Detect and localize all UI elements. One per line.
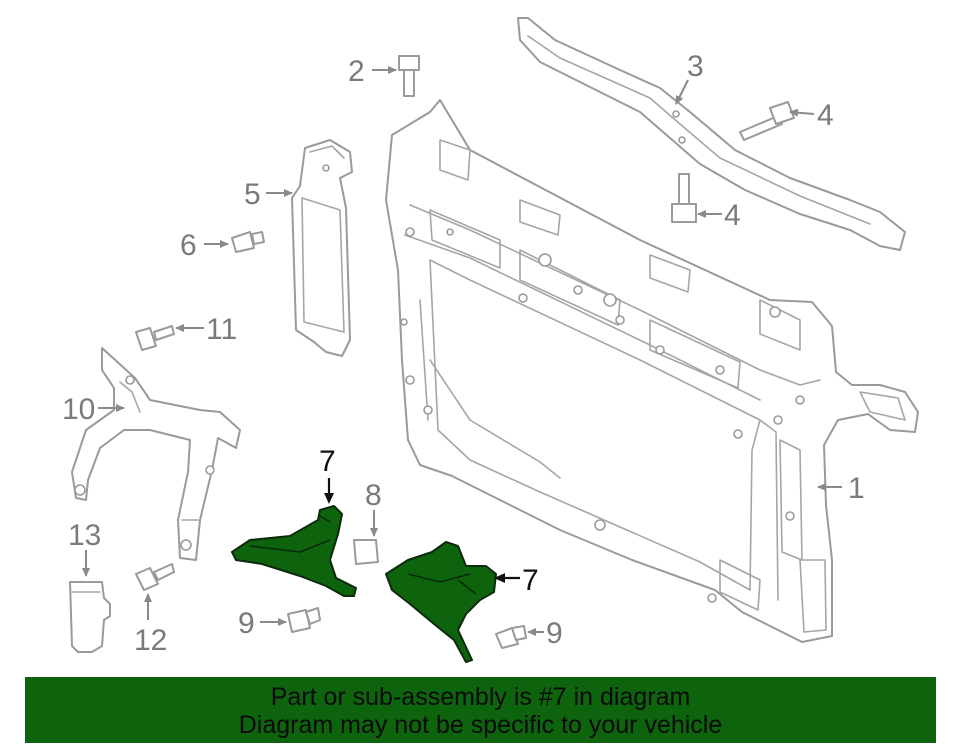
banner-text: Part or sub-assembly is #7 in diagram Di…: [25, 683, 936, 739]
callout-labels: 2 3 4 4 5 6 11 10 1 8 13 12 9 9 7 7: [62, 50, 865, 657]
callout-10: 10: [62, 393, 95, 426]
callout-8: 8: [365, 479, 382, 512]
radiator-support-frame: [385, 99, 919, 643]
bolt-4-lower: [671, 173, 697, 223]
callout-11: 11: [206, 313, 237, 346]
highlighted-part-7-left[interactable]: [231, 505, 357, 597]
callout-4-lower: 4: [724, 199, 741, 232]
callout-3: 3: [687, 50, 704, 83]
banner-line-2: Diagram may not be specific to your vehi…: [238, 711, 723, 739]
callout-9-left: 9: [238, 607, 255, 640]
callout-4-upper: 4: [817, 99, 834, 132]
bolt-2: [398, 55, 420, 97]
clip-6: [231, 231, 265, 253]
callout-6: 6: [180, 229, 197, 262]
callout-7-right: 7: [522, 564, 539, 597]
callout-13: 13: [68, 519, 101, 552]
clip-9-left: [287, 607, 321, 633]
sensor-part: [69, 581, 111, 653]
info-banner: Part or sub-assembly is #7 in diagram Di…: [25, 677, 936, 743]
clip-9-right: [495, 625, 527, 649]
lower-bracket: [71, 347, 241, 561]
upper-tie-bar: [517, 17, 906, 251]
callout-5: 5: [244, 178, 261, 211]
bolt-11: [135, 325, 175, 351]
side-panel-bracket: [291, 139, 353, 357]
clip-part: [353, 539, 379, 565]
callout-7-left: 7: [319, 445, 336, 478]
banner-line-1: Part or sub-assembly is #7 in diagram: [270, 683, 691, 711]
bolt-4-upper: [739, 101, 795, 141]
highlighted-part-7-right[interactable]: [385, 541, 497, 663]
callout-2: 2: [348, 55, 365, 88]
bolt-12: [135, 563, 175, 591]
callout-9-right: 9: [546, 617, 563, 650]
callout-1: 1: [848, 472, 865, 505]
callout-arrows: [82, 66, 842, 636]
callout-12: 12: [134, 624, 167, 657]
